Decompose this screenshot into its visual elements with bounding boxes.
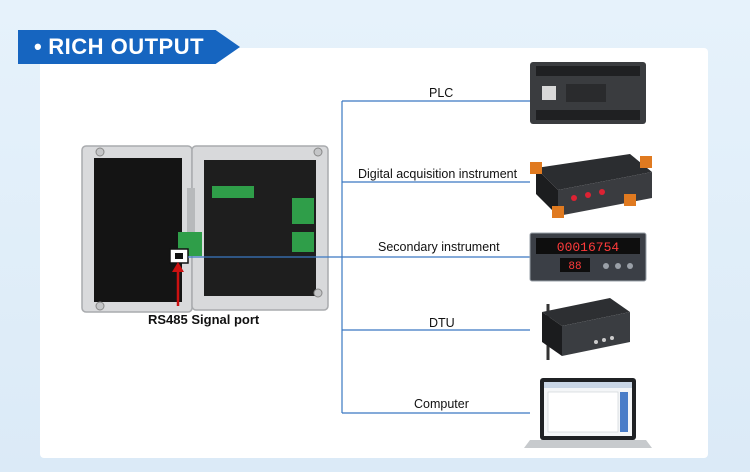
screen-scrollbar (620, 392, 628, 432)
das-corner-bumper (624, 194, 636, 206)
output-label-digital-acquisition: Digital acquisition instrument (358, 167, 518, 181)
bullet-icon: • (34, 34, 43, 59)
door-screw-icon (95, 301, 105, 311)
dtu-led-icon (602, 338, 606, 342)
terminal-block (292, 198, 314, 224)
red-arrow-icon (172, 262, 184, 272)
das-front (558, 172, 652, 216)
das-corner-bumper (530, 162, 542, 174)
output-label-secondary-instrument: Secondary instrument (378, 240, 500, 254)
hinge-cable (187, 188, 195, 248)
rs485-port-icon (175, 253, 183, 259)
rs485-port-label: RS485 Signal port (148, 312, 260, 327)
meter-display-bottom-text: 88 (568, 261, 581, 273)
das-corner-bumper (552, 206, 564, 218)
dtu-top (542, 298, 630, 326)
body-screw-icon (313, 147, 323, 157)
das-connector (585, 192, 591, 198)
circuit-board (204, 160, 316, 296)
meter-display-top-text: 00016754 (557, 240, 620, 255)
section-banner (18, 30, 240, 64)
digital-acquisition-device-icon (530, 154, 652, 218)
meter-button-icon (627, 263, 633, 269)
dtu-device-icon (542, 298, 630, 360)
body-screw-icon (313, 288, 323, 298)
computer-laptop-icon (524, 378, 652, 448)
plc-panel (566, 84, 606, 102)
section-title-text: RICH OUTPUT (48, 34, 205, 59)
meter-display-top (536, 238, 640, 254)
dtu-led-icon (594, 340, 598, 344)
das-side (536, 168, 558, 216)
dtu-front (562, 312, 630, 356)
das-top (536, 154, 652, 190)
connection-lines (188, 100, 530, 414)
plc-device-icon (530, 62, 646, 124)
output-label-dtu: DTU (429, 316, 455, 330)
door-inner-panel (94, 158, 182, 302)
dtu-side (542, 312, 562, 356)
laptop-base (524, 440, 652, 448)
plc-top-terminals (536, 66, 640, 76)
plc-bottom-terminals (536, 110, 640, 120)
plc-port (542, 86, 556, 100)
terminal-block (212, 186, 254, 198)
section-title: •RICH OUTPUT (34, 33, 204, 61)
secondary-instrument-icon: 00016754 88 (529, 232, 647, 282)
screen-toolbar (544, 382, 632, 388)
das-corner-bumper (640, 156, 652, 168)
meter-button-icon (615, 263, 621, 269)
meter-display-bottom (560, 258, 590, 272)
screen-spreadsheet (547, 391, 619, 433)
output-label-computer: Computer (414, 397, 469, 411)
output-label-plc: PLC (429, 86, 454, 100)
das-connector (599, 189, 605, 195)
transmitter-enclosure (81, 145, 329, 313)
terminal-block (292, 232, 314, 252)
dtu-led-icon (610, 336, 614, 340)
meter-button-icon (603, 263, 609, 269)
door-screw-icon (95, 147, 105, 157)
das-connector (571, 195, 577, 201)
